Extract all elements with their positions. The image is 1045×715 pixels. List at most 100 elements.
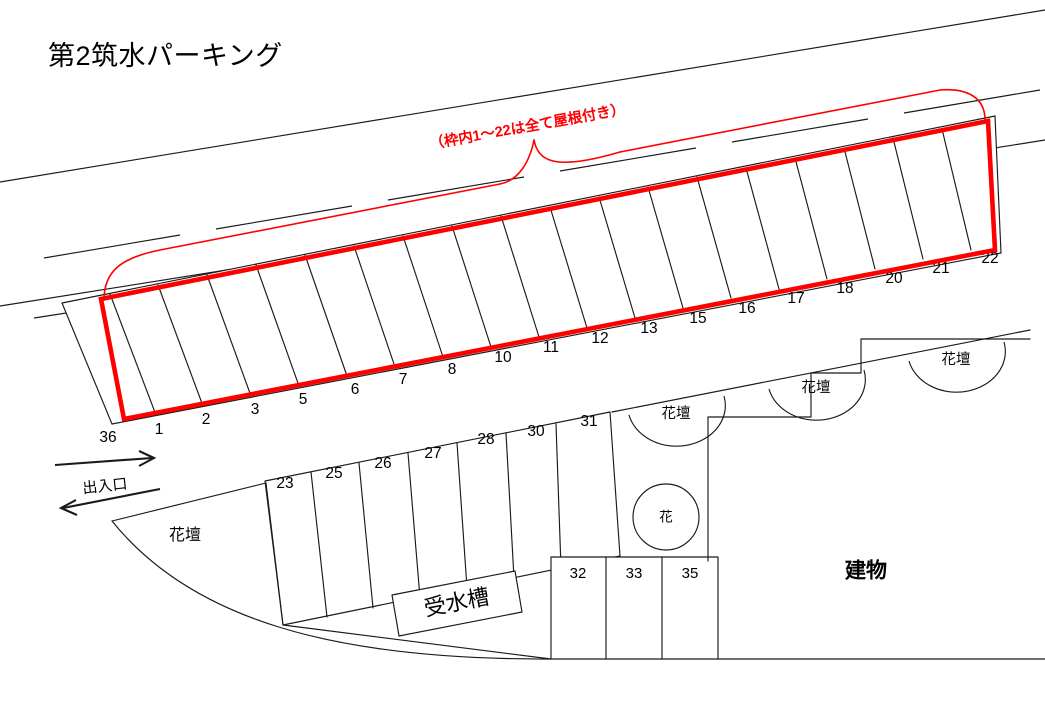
stall-label-28: 28 [477, 431, 494, 448]
gate-arrows-group: 出入口 [54, 450, 161, 516]
flower-bed-arc [768, 369, 866, 421]
road-center-dash [903, 89, 1041, 114]
stall-label-32: 32 [570, 565, 587, 582]
stall-divider [157, 284, 204, 407]
page-title: 第2筑水パーキング [48, 41, 283, 71]
road-far-edge [0, 9, 1045, 183]
road-center-dash [559, 147, 697, 172]
stall-label-18: 18 [836, 280, 853, 297]
gate-arrow-in-line [54, 456, 153, 467]
stall-label-7: 7 [399, 371, 408, 388]
stall-label-13: 13 [640, 320, 657, 337]
building-step-outline [707, 338, 1031, 562]
stall-label-1: 1 [155, 421, 164, 438]
stall-divider [745, 167, 780, 290]
stall-label-2: 2 [202, 411, 211, 428]
road-center-dash [387, 176, 525, 201]
corner-bed-right-edge [265, 482, 284, 626]
stall-divider [402, 235, 444, 358]
stall-divider [255, 264, 300, 387]
road-center-dash [43, 234, 181, 259]
gate-arrow-in-head [138, 450, 157, 467]
flower-bed-arc [908, 341, 1006, 393]
flower-bed-arc [628, 395, 726, 447]
flower-circle [632, 483, 700, 551]
stall-label-20: 20 [885, 270, 903, 287]
water-tank-outline [391, 570, 523, 637]
stall-label-17: 17 [787, 290, 804, 307]
stall-divider [310, 471, 328, 618]
building-label: 建物 [844, 559, 887, 583]
stall-divider [109, 293, 157, 416]
right-boundary-group: 花壇 花壇 花壇 建物 [611, 329, 1045, 660]
roof-brace-right [533, 139, 621, 164]
stall-label-16: 16 [738, 300, 755, 317]
road-center-dash [215, 205, 353, 230]
stall-divider [500, 215, 540, 338]
flower-bed-label-2: 花壇 [802, 379, 831, 396]
stall-divider [555, 423, 562, 569]
stall-divider [358, 462, 374, 609]
stall-divider [696, 176, 732, 299]
flower-circle-label: 花 [659, 510, 673, 525]
stall-label-31: 31 [580, 413, 597, 430]
stall-label-5: 5 [299, 391, 308, 408]
flower-bed-label-3: 花壇 [942, 351, 971, 368]
gate-label: 出入口 [82, 476, 129, 498]
stall-divider [794, 157, 828, 280]
covered-row-outline [61, 115, 1002, 425]
stall-label-23: 23 [276, 475, 293, 492]
stall-label-10: 10 [494, 349, 512, 366]
stall-divider [304, 254, 348, 377]
stall-label-12: 12 [591, 330, 608, 347]
stall-label-15: 15 [689, 310, 706, 327]
stall-label-27: 27 [424, 445, 441, 462]
stall-divider [206, 274, 252, 397]
roofed-area-outline [98, 118, 998, 422]
rear-property-line [611, 329, 1031, 413]
stall-label-26: 26 [374, 455, 391, 472]
covered-parking-row: 36 1 2 3 5 6 7 8 10 11 12 13 15 16 17 18… [61, 115, 1002, 446]
stall-divider [647, 186, 684, 309]
stall-label-30: 30 [527, 423, 545, 440]
stall-divider [941, 128, 972, 251]
stall-divider [843, 147, 876, 270]
road-center-dash [731, 118, 869, 143]
corner-bed-top-edge [111, 482, 267, 522]
stall-label-3: 3 [251, 401, 260, 418]
bottom-parking-row: 32 33 35 [550, 556, 719, 660]
stall-label-6: 6 [351, 381, 360, 398]
roof-leader-left [103, 183, 501, 301]
stall-label-21: 21 [932, 260, 949, 277]
roof-note-text: （枠内1～22は全て屋根付き） [428, 100, 626, 153]
flower-bed-label-1: 花壇 [662, 405, 691, 422]
roof-leader-right [619, 88, 986, 153]
middle-parking-row: 23 25 26 27 28 30 31 [264, 411, 621, 626]
stall-divider [505, 432, 515, 579]
flower-bed-label-4: 花壇 [169, 526, 201, 544]
stall-label-11: 11 [543, 339, 559, 356]
gate-arrow-out-line [62, 487, 161, 510]
stall-label-25: 25 [325, 465, 342, 482]
gate-arrow-out-head [58, 499, 78, 516]
lower-left-boundary-group: 花壇 [111, 482, 552, 660]
stall-divider [456, 442, 468, 589]
stall-divider [549, 206, 588, 329]
stall-divider [451, 225, 492, 348]
stall-label-8: 8 [448, 361, 457, 378]
stall-divider [598, 196, 636, 319]
lot-bottom-edge [282, 624, 552, 660]
bottom-row-outline [550, 556, 719, 660]
roof-brace-left [499, 139, 535, 185]
stall-divider [892, 137, 924, 260]
stall-divider [407, 452, 421, 599]
site-outer-boundary-curve [111, 520, 552, 660]
stall-label-22: 22 [981, 250, 998, 267]
stall-divider [353, 245, 396, 368]
stall-label-33: 33 [626, 565, 643, 582]
stall-label-35: 35 [682, 565, 699, 582]
water-tank-group: 受水槽 [391, 570, 523, 637]
stall-label-36: 36 [99, 429, 116, 446]
